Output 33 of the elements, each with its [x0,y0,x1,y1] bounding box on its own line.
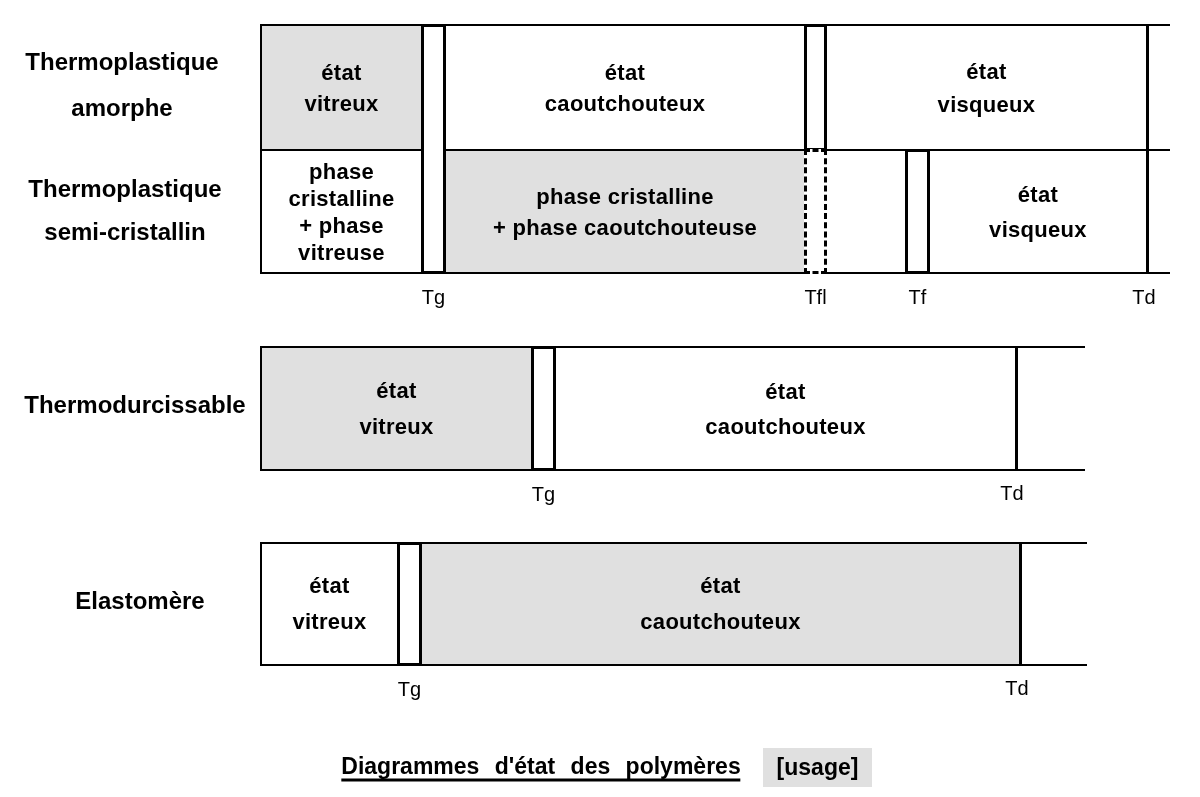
caption: Diagrammes d'état des polymères [341,752,741,782]
state-label: état caoutchouteux [705,377,866,441]
transition-bar [804,24,827,274]
transition-bar [905,149,930,274]
state-region [422,544,1019,664]
state-label: état vitreux [359,376,434,441]
temperature-label: Tg [531,483,556,505]
legend-label: [usage] [776,754,859,781]
state-label: état visqueux [989,180,1087,244]
transition-bar [531,346,556,471]
polymer-type-label: Elastomère [75,587,205,615]
temperature-label: Tg [421,286,446,308]
state-label: phase cristalline + phase vitreuse [288,157,395,266]
temperature-label: Td [1132,286,1156,308]
state-region [262,26,421,149]
state-region [262,348,531,469]
polymer-type-label: Thermoplastique semi-cristallin [28,174,222,247]
polymer-type-label: Thermodurcissable [24,391,246,419]
temperature-label: Tf [908,286,927,308]
state-label: état caoutchouteux [640,572,801,636]
temperature-label: Td [1005,677,1029,699]
state-label: état caoutchouteux [544,58,706,118]
temperature-label: Tfl [804,286,827,308]
polymer-type-label: Thermoplastique amorphe [25,47,219,123]
temperature-label: Tg [397,678,422,700]
state-label: état vitreux [292,572,367,636]
transition-bar [421,24,446,274]
state-region [446,151,804,272]
state-label: état visqueux [937,57,1036,119]
transition-bar [397,542,422,666]
state-label: état vitreux [304,58,379,118]
state-label: phase cristalline + phase caoutchouteuse [493,182,757,242]
temperature-label: Td [1000,482,1024,504]
